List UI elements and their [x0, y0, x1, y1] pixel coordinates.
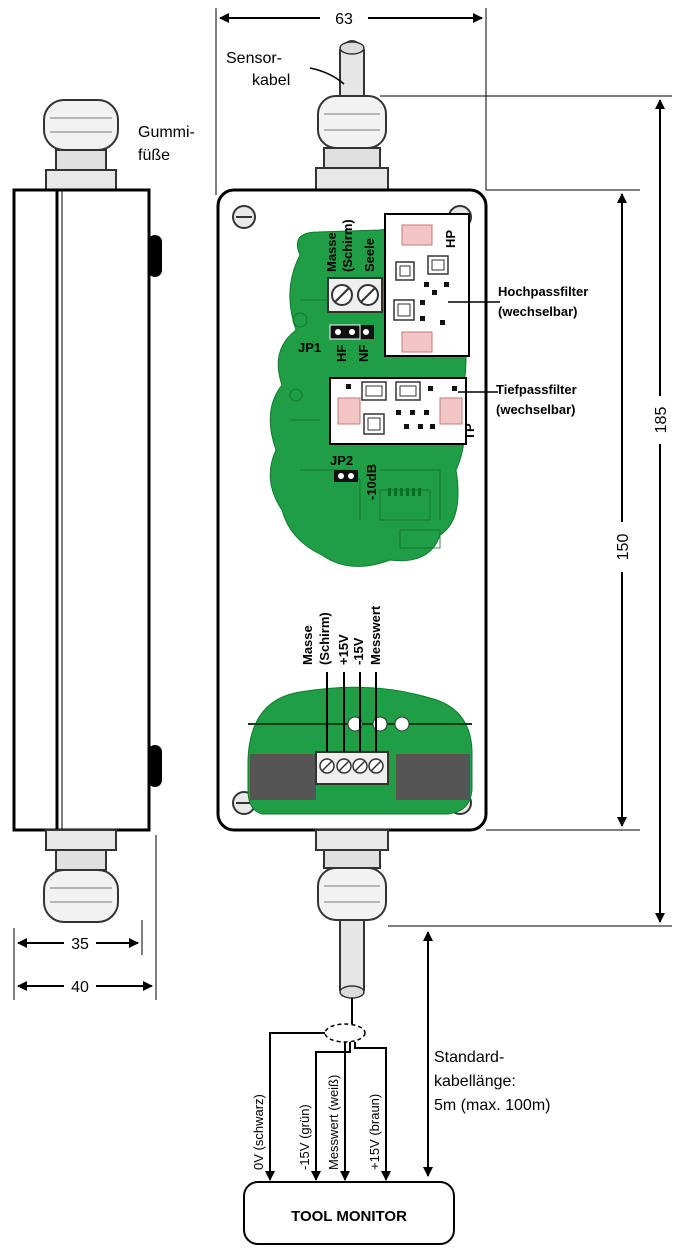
lower-block-left [250, 754, 316, 800]
attenuation-label: -10dB [364, 464, 379, 500]
wire-minus15v [311, 1042, 351, 1181]
rubber-foot-bottom [148, 745, 162, 787]
shield-paren-label: (Schirm) [340, 219, 355, 272]
rubber-feet-label-1: Gummi- [138, 124, 195, 141]
wire-measurement-label: Messwert (weiß) [326, 1075, 341, 1170]
dim-35-label: 35 [71, 936, 89, 953]
nf-label: NF [356, 345, 371, 362]
highpass-filter-board [384, 213, 470, 357]
cable-length-label-1: Standard- [434, 1049, 504, 1066]
wire-0v-label: 0V (schwarz) [251, 1094, 266, 1170]
hp-label: HP [443, 230, 458, 248]
wire-plus15v-label: +15V (braun) [367, 1094, 382, 1170]
output-value-label: Messwert [368, 605, 383, 665]
side-view: 35 40 Gummi- füße [12, 99, 195, 1000]
dim-185-label: 185 [653, 407, 670, 434]
side-bottom-gland [43, 829, 119, 923]
wire-plus15v [354, 1042, 391, 1181]
output-cable-gland [315, 829, 389, 999]
output-minus15-label: -15V [351, 637, 366, 665]
sensor-cable-leader [309, 67, 345, 85]
wire-0v [265, 1032, 325, 1181]
highpass-label-2: (wechselbar) [498, 304, 577, 319]
rubber-foot-top [148, 235, 162, 277]
side-top-gland [43, 99, 119, 191]
jp2-jumper [334, 470, 358, 482]
jp1-jumper [329, 324, 374, 340]
shield-label: Masse [324, 232, 339, 272]
lower-block-right [396, 754, 470, 800]
cable-length-label-2: kabellänge: [434, 1073, 516, 1090]
tp-label: TP [462, 423, 477, 440]
tool-monitor-box: TOOL MONITOR [243, 1181, 455, 1245]
lowpass-label-1: Tiefpassfilter [496, 382, 577, 397]
front-view: 63 Sensor- kabel [215, 8, 672, 999]
cable-wiring: 0V (schwarz) -15V (grün) Messwert (weiß)… [251, 931, 550, 1181]
sensor-cable-top [315, 40, 389, 191]
lowpass-filter-board [329, 377, 467, 445]
hf-label: HF [334, 345, 349, 362]
ic-chip [388, 488, 421, 496]
jp1-label: JP1 [298, 340, 321, 355]
jp2-label: JP2 [330, 453, 353, 468]
dim-63-label: 63 [335, 11, 353, 28]
output-ground-label: Masse [300, 625, 315, 665]
terminal-leads [326, 672, 377, 752]
cable-length-label-3: 5m (max. 100m) [434, 1097, 550, 1114]
output-shield-label: (Schirm) [317, 612, 332, 665]
side-housing [12, 188, 151, 832]
highpass-label-1: Hochpassfilter [498, 284, 588, 299]
sensor-cable-label-2: kabel [252, 72, 290, 89]
lowpass-label-2: (wechselbar) [496, 402, 575, 417]
output-terminal-block [315, 751, 389, 785]
dim-150-label: 150 [615, 534, 632, 561]
shield-ellipse [324, 1023, 366, 1043]
sensor-cable-label-1: Sensor- [226, 50, 282, 67]
wire-minus15v-label: -15V (grün) [297, 1104, 312, 1170]
tool-monitor-label: TOOL MONITOR [291, 1208, 407, 1225]
rubber-feet-label-2: füße [138, 147, 170, 164]
dim-40-label: 40 [71, 979, 89, 996]
shield-core-terminal [327, 277, 383, 313]
core-label: Seele [362, 238, 377, 272]
output-plus15-label: +15V [336, 634, 351, 665]
